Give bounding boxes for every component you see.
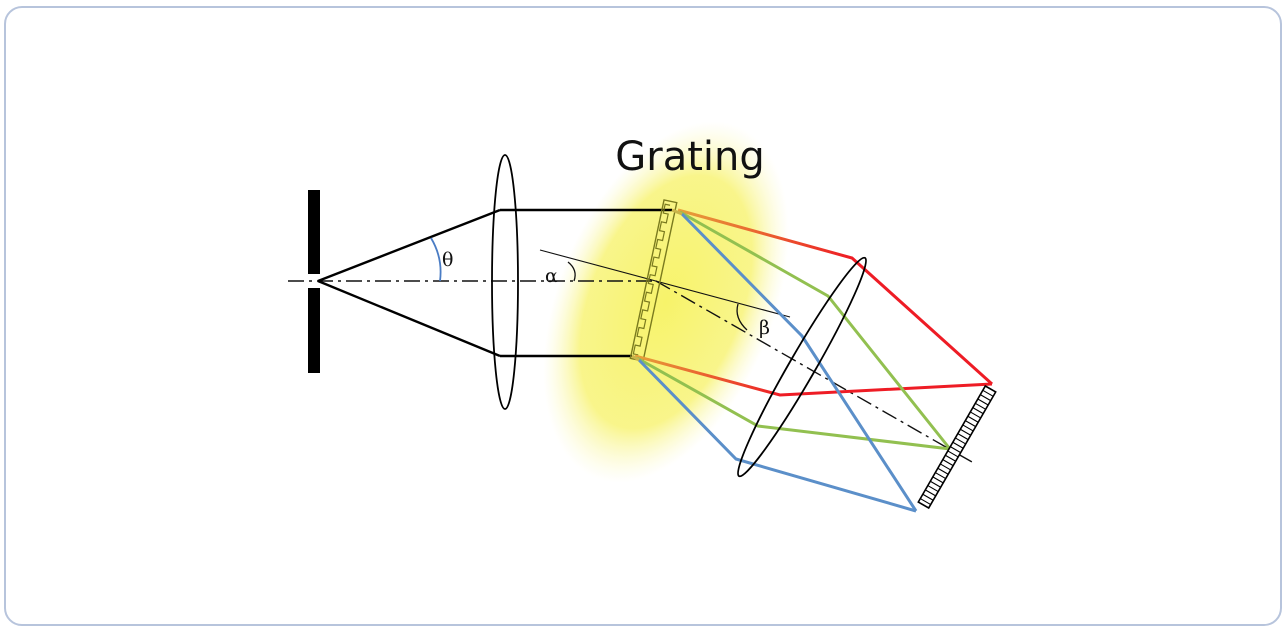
- theta-arc: [430, 237, 442, 282]
- red-ray-top: [677, 208, 994, 386]
- collimated-beam: [500, 208, 672, 358]
- collimating-lens: [491, 154, 519, 410]
- grating-normal: [539, 249, 791, 318]
- grating-highlight: [543, 121, 789, 483]
- theta-label: θ: [442, 249, 453, 271]
- blue-ray-top: [680, 212, 918, 512]
- beta-label: β: [759, 317, 770, 339]
- alpha-arc: [567, 261, 576, 282]
- ray-source-bottom: [631, 354, 640, 362]
- ray-source-top: [671, 208, 683, 216]
- grating-title: Grating: [615, 134, 765, 180]
- entrance-slit: [308, 190, 320, 373]
- input-cone: [317, 208, 501, 358]
- beta-arc: [736, 303, 748, 331]
- focusing-lens: [737, 256, 867, 478]
- spectrometer-diagram: Grating θ α β: [288, 121, 997, 513]
- alpha-label: α: [545, 265, 558, 287]
- green-ray-bottom: [636, 356, 951, 451]
- detector-array: [917, 384, 997, 510]
- blue-ray-bottom: [637, 358, 917, 513]
- red-ray-bottom: [634, 354, 993, 397]
- green-ray-top: [679, 210, 952, 450]
